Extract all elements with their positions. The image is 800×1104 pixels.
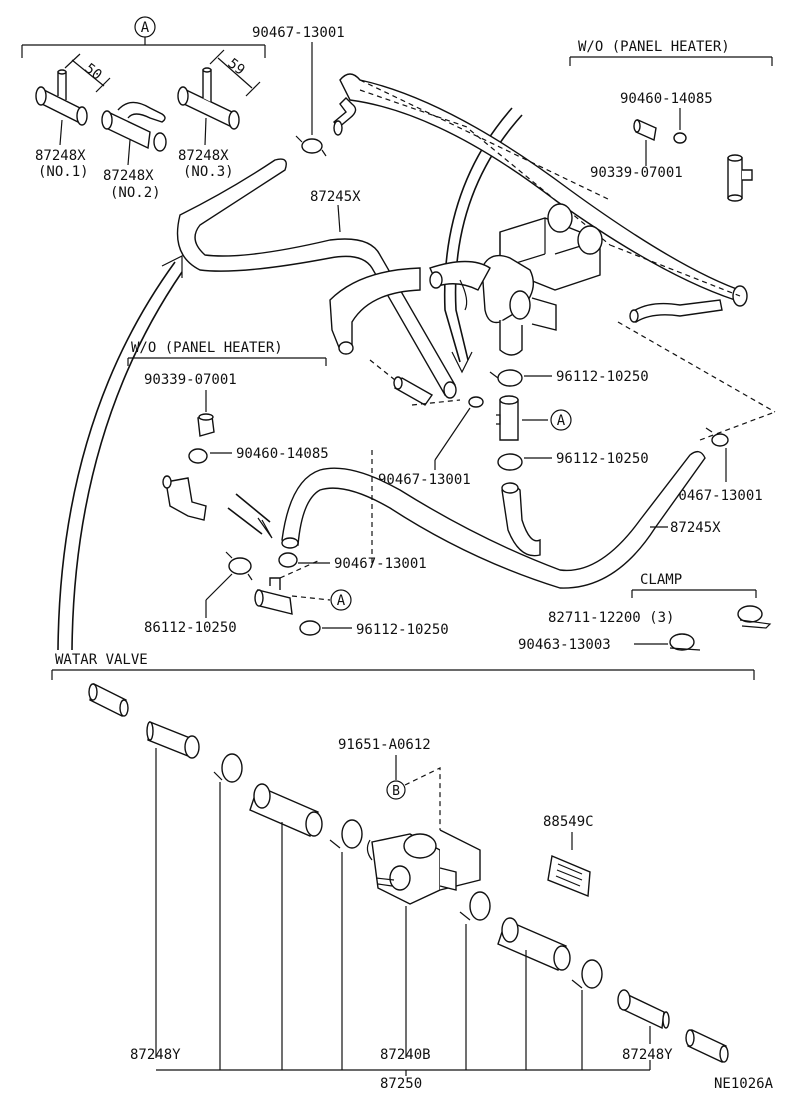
callout-a-label: A [141, 20, 150, 36]
part-82711-12200: 82711-12200 (3) [548, 610, 674, 626]
dim-50: 50 [82, 61, 105, 84]
clip-90460-left [188, 448, 208, 464]
wo-panel-heater-left: W/O (PANEL HEATER) [131, 340, 283, 356]
watar-valve-title: WATAR VALVE [55, 652, 148, 668]
clip-96112-c [299, 620, 321, 636]
clip-96112-a [489, 369, 523, 387]
part-87250: 87250 [380, 1076, 422, 1092]
part-87245x-top: 87245X [310, 189, 361, 205]
part-90467-13001-left: 90467-13001 [334, 556, 427, 572]
part-87240b: 87240B [380, 1047, 431, 1063]
wo-panel-heater-right: W/O (PANEL HEATER) [578, 39, 730, 55]
part-90339-07001-right: 90339-07001 [590, 165, 683, 181]
heater-panel [339, 73, 748, 307]
callout-a-mid-circle [550, 409, 572, 431]
part-90467-13001-top: 90467-13001 [252, 25, 345, 41]
part-88549c: 88549C [543, 814, 594, 830]
valve-assembly-upper [429, 203, 603, 356]
part-87248x-no2: 87248X [103, 168, 154, 184]
part-87248x-no1: 87248X [35, 148, 86, 164]
pipe-no2 [101, 101, 167, 152]
part-96112-10250-c: 96112-10250 [356, 622, 449, 638]
callout-b-circle [386, 780, 406, 800]
clip-90467-left [278, 552, 298, 568]
hose-87245x-lower [281, 450, 706, 589]
clamp-82711 [737, 605, 772, 629]
part-96112-10250-b: 96112-10250 [556, 451, 649, 467]
part-86112-10250: 86112-10250 [144, 620, 237, 636]
part-96112-10250-a: 96112-10250 [556, 369, 649, 385]
callout-a-mid: A [557, 413, 566, 429]
pipe-no3: 59 [177, 49, 261, 130]
part-87248y-right: 87248Y [622, 1047, 673, 1063]
clamp-90463 [669, 633, 701, 651]
callout-a-left: A [337, 593, 346, 609]
clamp-title: CLAMP [640, 572, 682, 588]
group-a-pipes: A 50 87248X (NO.1) 87248X (NO.2) [21, 16, 266, 201]
part-no1-note: (NO.1) [38, 164, 89, 180]
clip-96112-b [497, 453, 523, 471]
pipe-no1: 50 [35, 53, 111, 126]
part-91651-a0612: 91651-A0612 [338, 737, 431, 753]
part-no3-note: (NO.3) [183, 164, 234, 180]
part-90467-13001-right: 90467-13001 [670, 488, 763, 504]
label-plate-88549c [547, 855, 591, 898]
callout-a-left-circle [330, 589, 352, 611]
clip-90467-right [705, 427, 729, 447]
part-87248x-no3: 87248X [178, 148, 229, 164]
dim-59: 59 [225, 56, 248, 79]
part-90460-14085-right: 90460-14085 [620, 91, 713, 107]
part-90339-07001-left: 90339-07001 [144, 372, 237, 388]
tee-fitting-a [496, 395, 519, 441]
callout-b: B [392, 784, 400, 799]
part-90463-13003: 90463-13003 [518, 637, 611, 653]
water-valve-body [366, 829, 481, 905]
clip-86112 [225, 551, 253, 581]
diagram-code: NE1026A [714, 1076, 774, 1092]
part-no2-note: (NO.2) [110, 185, 161, 201]
part-90467-13001-mid: 90467-13001 [378, 472, 471, 488]
clip-90467-mid [468, 396, 484, 408]
part-87245x-right: 87245X [670, 520, 721, 536]
part-87248y-left: 87248Y [130, 1047, 181, 1063]
part-90460-14085-left: 90460-14085 [236, 446, 329, 462]
clip-top [295, 135, 327, 157]
hose-87245x-upper [176, 158, 456, 397]
